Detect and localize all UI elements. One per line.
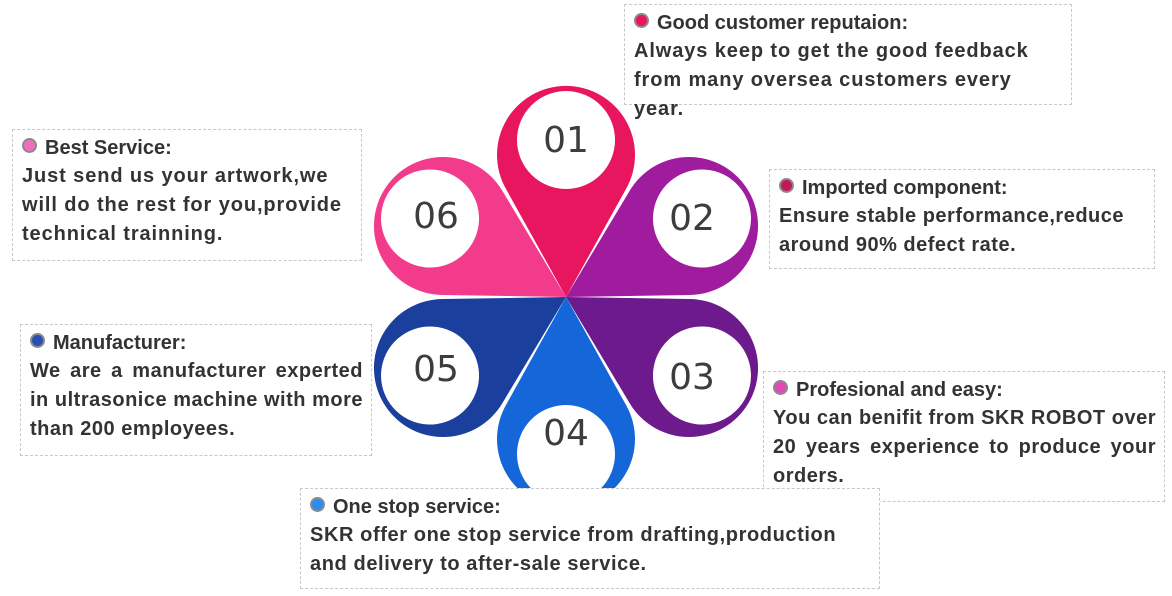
item-01-box: Good customer reputaion: Always keep to … (624, 4, 1072, 120)
item-05-title: Manufacturer: (53, 332, 187, 354)
item-05-bullet-icon (30, 333, 45, 348)
item-03-box: Profesional and easy: You can benifit fr… (763, 371, 1165, 502)
petal-06: 06 (373, 157, 566, 297)
item-06-description: Just send us your artwork,we will do the… (22, 165, 342, 245)
petal-05: 05 (373, 297, 566, 437)
item-04-title: One stop service: (333, 496, 501, 518)
item-02-box: Imported component: Ensure stable perfor… (769, 169, 1155, 269)
item-05-box: Manufacturer: We are a manufacturer expe… (20, 324, 372, 456)
item-06-bullet-icon (22, 138, 37, 153)
item-02-bullet-icon (779, 178, 794, 193)
petal-02: 02 (566, 157, 759, 297)
petal-01-number: 01 (543, 120, 589, 161)
petal-03-number: 03 (669, 357, 715, 398)
item-06-heading: Best Service: (22, 134, 353, 162)
item-04-heading: One stop service: (310, 493, 871, 521)
item-06-box: Best Service: Just send us your artwork,… (12, 129, 362, 261)
petal-01: 01 (497, 85, 635, 297)
item-01-heading: Good customer reputaion: (634, 9, 1063, 37)
item-04-description: SKR offer one stop service from drafting… (310, 524, 837, 575)
item-05-heading: Manufacturer: (30, 329, 363, 357)
petal-02-number: 02 (669, 198, 715, 239)
item-03-title: Profesional and easy: (796, 379, 1003, 401)
item-01-bullet-icon (634, 13, 649, 28)
item-03-heading: Profesional and easy: (773, 376, 1156, 404)
item-02-title: Imported component: (802, 177, 1008, 199)
petal-04-number: 04 (543, 413, 589, 454)
petal-03: 03 (566, 297, 759, 437)
petal-04: 04 (497, 297, 635, 509)
item-04-bullet-icon (310, 497, 325, 512)
item-01-title: Good customer reputaion: (657, 12, 909, 34)
item-01-description: Always keep to get the good feedback fro… (634, 40, 1029, 120)
item-02-heading: Imported component: (779, 174, 1146, 202)
item-05-description: We are a manufacturer experted in ultras… (30, 360, 363, 440)
petal-05-number: 05 (413, 349, 459, 390)
item-04-box: One stop service: SKR offer one stop ser… (300, 488, 880, 589)
petal-06-number: 06 (413, 196, 459, 237)
item-03-description: You can benifit from SKR ROBOT over 20 y… (773, 407, 1156, 487)
item-02-description: Ensure stable performance,reduce around … (779, 205, 1125, 256)
item-06-title: Best Service: (45, 137, 172, 159)
item-03-bullet-icon (773, 380, 788, 395)
